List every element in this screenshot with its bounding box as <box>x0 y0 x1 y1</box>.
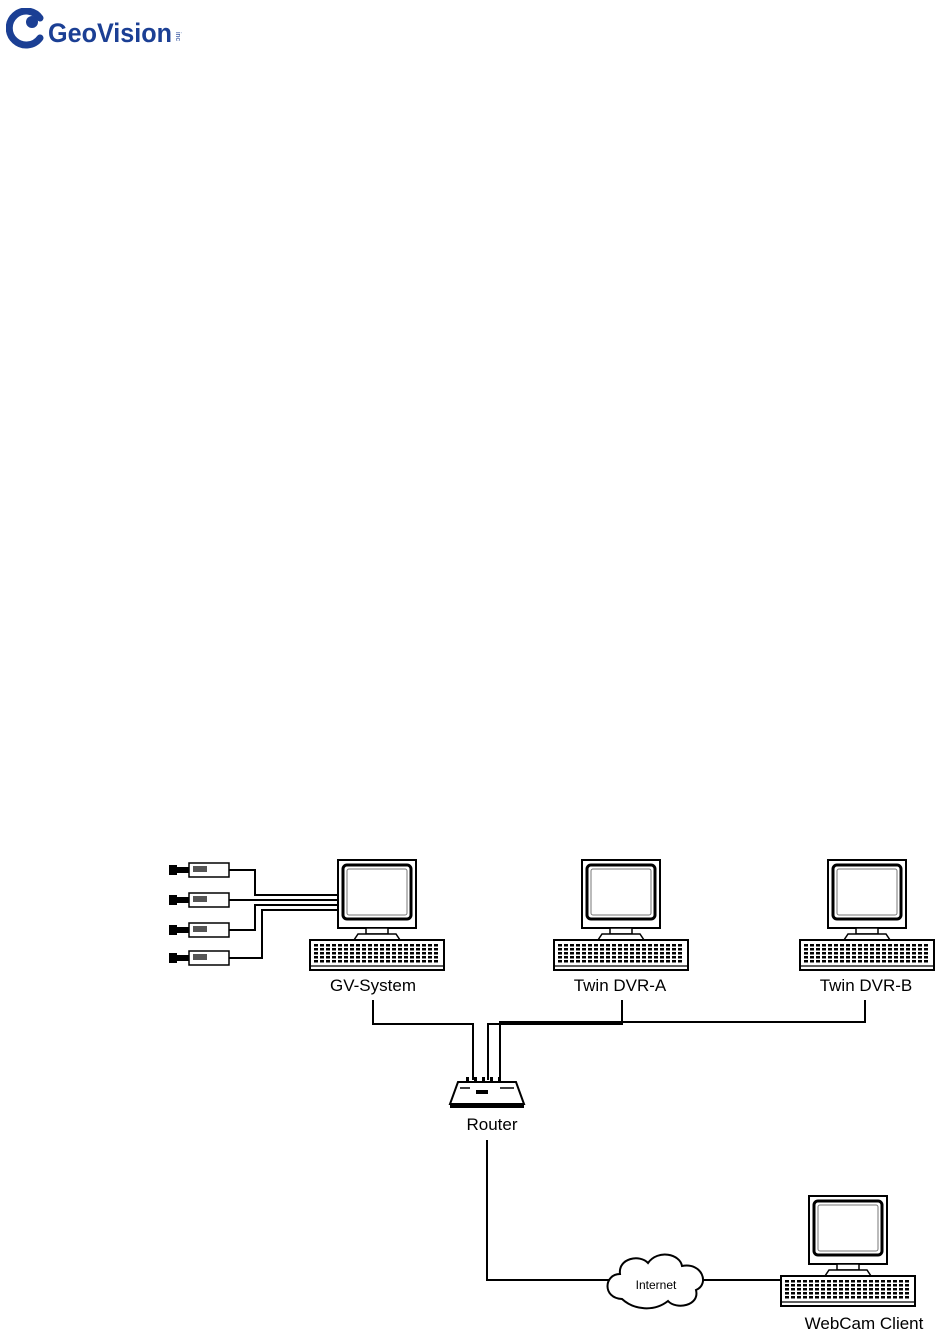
camera-icon <box>168 922 230 938</box>
twin-dvr-b-computer-icon <box>798 858 936 972</box>
router-icon <box>448 1077 526 1108</box>
twin-dvr-a-computer-icon <box>552 858 690 972</box>
logo-mark-icon <box>6 8 44 49</box>
camera-icon <box>168 950 230 966</box>
twin-dvr-b-label: Twin DVR-B <box>820 976 913 995</box>
webcam-client-computer-icon <box>779 1194 917 1308</box>
logo-text: GeoVision <box>48 18 172 48</box>
cameras <box>168 862 230 966</box>
router-label: Router <box>466 1115 517 1134</box>
webcam-client-label: WebCam Client <box>805 1314 924 1333</box>
gv-system-label: GV-System <box>330 976 416 995</box>
connection-lines <box>229 869 866 1281</box>
internet-label: Internet <box>636 1278 677 1292</box>
gv-system-computer-icon <box>308 858 446 972</box>
geovision-logo: GeoVision inc <box>6 8 181 49</box>
internet-cloud-icon <box>606 1253 704 1310</box>
camera-icon <box>168 892 230 908</box>
twin-dvr-a-label: Twin DVR-A <box>574 976 667 995</box>
logo-suffix: inc <box>174 32 181 41</box>
camera-icon <box>168 862 230 878</box>
